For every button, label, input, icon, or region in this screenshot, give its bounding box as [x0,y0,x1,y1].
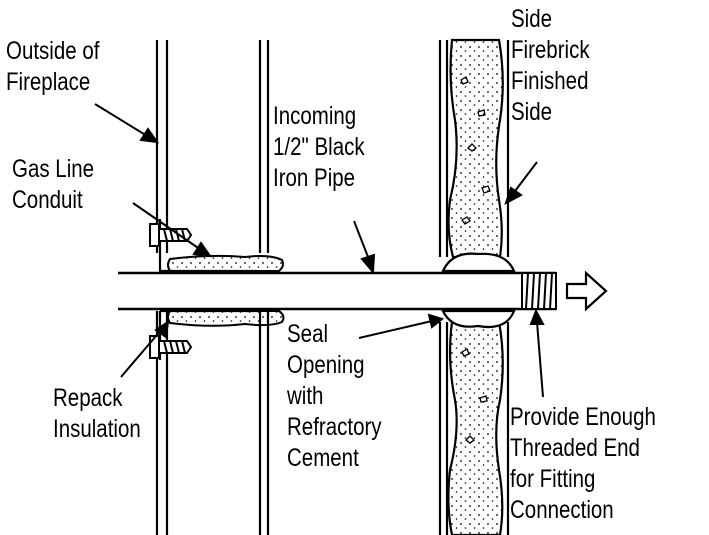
pipe-threaded-end [521,272,557,310]
leader-outside-of-fireplace [94,103,160,144]
inner-wall [258,40,270,535]
leader-repack-insulation [120,319,170,378]
label-seal-opening: Seal Opening with Refractory Cement [287,320,382,472]
refractory-cement-seal [441,252,516,329]
leader-provide-enough [529,308,545,398]
label-provide-enough: Provide Enough Threaded End for Fitting … [510,403,656,524]
screw-lower [149,335,193,359]
label-repack-insulation: Repack Insulation [53,384,141,443]
side-firebrick-upper [438,38,510,259]
flow-direction-arrow-icon [565,270,608,312]
screw-upper [149,223,193,247]
leader-gas-line-conduit [132,202,213,258]
label-outside-of-fireplace: Outside of Fireplace [6,37,100,96]
label-incoming-pipe: Incoming 1/2" Black Iron Pipe [273,102,365,192]
leader-side-firebrick [504,161,538,206]
leader-incoming-pipe [353,220,376,275]
insulation [167,254,285,327]
leader-seal-opening [358,313,445,339]
side-firebrick-lower [438,320,510,535]
label-gas-line-conduit: Gas Line Conduit [12,155,95,214]
black-iron-pipe [118,271,556,311]
label-side-firebrick: Side Firebrick Finished Side [511,5,590,126]
